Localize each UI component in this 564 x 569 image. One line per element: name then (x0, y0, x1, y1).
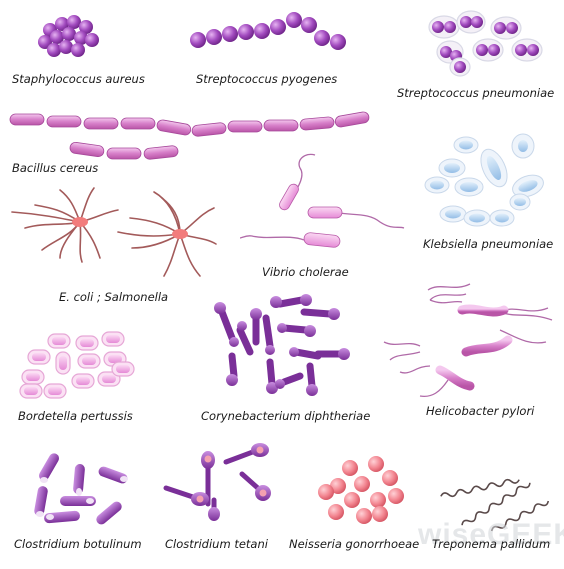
label-treponema-pallidum: Treponema pallidum (432, 537, 551, 551)
label-neisseria-gonorrhoeae: Neisseria gonorrhoeae (289, 537, 420, 551)
neisseria-cells (318, 456, 404, 524)
label-helicobacter-pylori: Helicobacter pylori (426, 404, 535, 418)
label-streptococcus-pneumoniae: Streptococcus pneumoniae (397, 86, 555, 100)
pneumococcus-pairs (428, 10, 543, 77)
salmonella-body (172, 229, 188, 239)
label-clostridium-botulinum: Clostridium botulinum (14, 537, 142, 551)
treponema-cells (440, 478, 550, 532)
bacillus-chain (9, 111, 370, 160)
streptococcus-chain (190, 12, 346, 50)
label-corynebacterium-diphtheriae: Corynebacterium diphtheriae (201, 409, 371, 423)
corynebacterium-clubs (214, 294, 350, 396)
clostridium-botulinum-cells (34, 453, 128, 525)
watermark: wiseGEEK (418, 518, 564, 551)
label-staphylococcus-aureus: Staphylococcus aureus (12, 72, 145, 86)
label-bordetella-pertussis: Bordetella pertussis (18, 409, 133, 423)
corynebacterium-cells (218, 296, 344, 390)
label-vibrio-cholerae: Vibrio cholerae (262, 265, 349, 279)
label-klebsiella-pneumoniae: Klebsiella pneumoniae (423, 237, 554, 251)
ecoli-body (72, 217, 88, 227)
label-ecoli-salmonella: E. coli ; Salmonella (59, 290, 169, 304)
label-bacillus-cereus: Bacillus cereus (12, 161, 99, 175)
bordetella-cells (19, 331, 135, 399)
label-clostridium-tetani: Clostridium tetani (165, 537, 268, 551)
vibrio-cells (239, 153, 405, 248)
label-streptococcus-pyogenes: Streptococcus pyogenes (196, 72, 338, 86)
clostridium-tetani-cells (163, 443, 271, 521)
klebsiella-rods (424, 133, 544, 227)
staphylococcus-cluster (38, 15, 99, 57)
helicobacter-cells (383, 283, 553, 398)
